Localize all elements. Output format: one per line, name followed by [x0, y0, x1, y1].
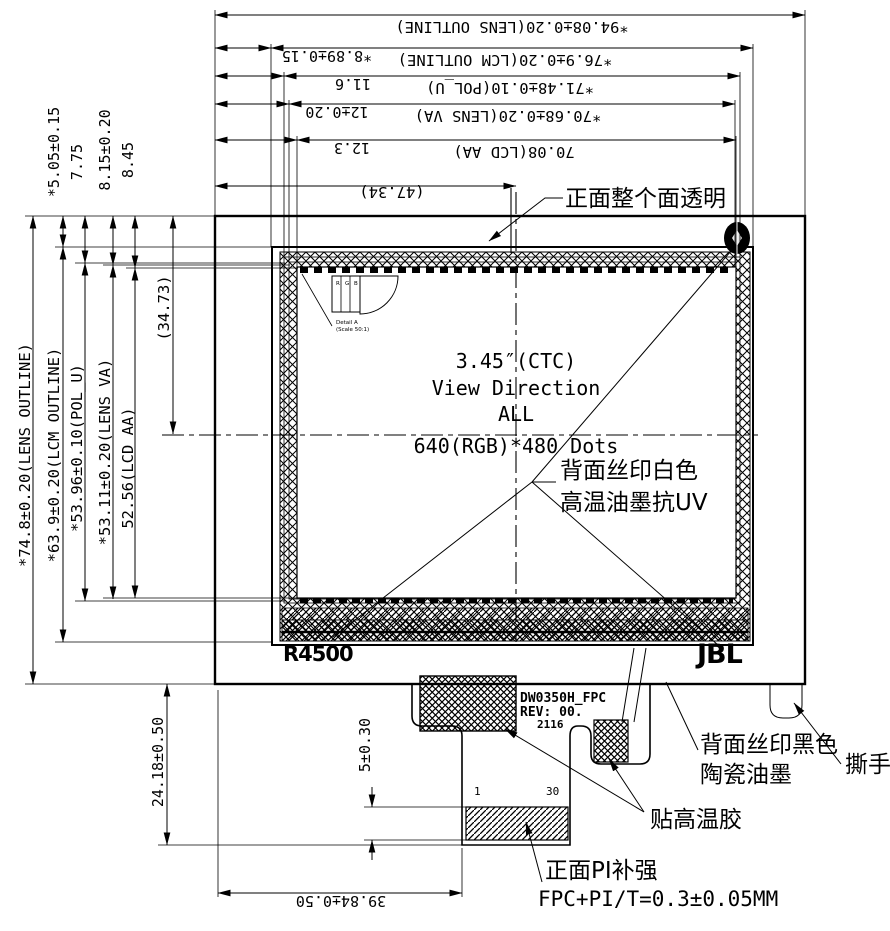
fpc-part-number: DW0350H_FPC — [520, 691, 606, 706]
dim-lensva-width: *70.68±0.20(LENS VA) — [415, 107, 602, 125]
dim-pol-height: *53.96±0.10(POL_U) — [68, 364, 86, 532]
pin-30-label: 30 — [546, 785, 559, 798]
dim-lens-height: *74.8±0.20(LENS OUTLINE) — [16, 343, 34, 567]
dim-lcm-height: *63.9±0.20(LCM OUTLINE) — [45, 348, 63, 563]
dim-lcm-width: *76.9±0.20(LCM OUTLINE) — [398, 51, 613, 69]
dims-left: *74.8±0.20(LENS OUTLINE) *5.05±0.15 *63.… — [16, 107, 298, 685]
note-front-transparent: 正面整个面透明 — [565, 186, 726, 212]
centerlines — [162, 188, 758, 642]
note-back-white-2: 高温油墨抗UV — [560, 490, 708, 516]
fpc-revision: REV: 00. — [520, 705, 583, 720]
view-direction-value: ALL — [498, 402, 534, 426]
view-direction-label: View Direction — [432, 376, 601, 400]
tape-patch-large — [419, 675, 517, 732]
dim-offset-12: 12±0.20 — [305, 103, 368, 121]
mark-left: R4500 — [283, 642, 353, 666]
dim-offset-116: 11.6 — [335, 75, 371, 93]
dim-pi-thickness: 5±0.30 — [356, 718, 374, 772]
note-tear-handle: 撕手 — [845, 752, 890, 778]
fpc-tail: DW0350H_FPC REV: 00. 2116 1 30 — [411, 647, 651, 846]
pin-1-label: 1 — [474, 785, 481, 798]
note-back-black-2: 陶瓷油墨 — [700, 762, 792, 788]
mark-right: JBL — [695, 639, 743, 670]
dims-bottom: 24.18±0.50 5±0.30 39.84±0.50 — [149, 683, 466, 910]
dims-top: *94.08±0.20(LENS OUTLINE) *8.89±0.15 *76… — [214, 10, 806, 267]
dim-offset-889: *8.89±0.15 — [282, 47, 372, 65]
dim-aa-height: 52.56(LCD AA) — [119, 407, 137, 528]
annotations: 正面整个面透明 背面丝印白色 高温油墨抗UV 背面丝印黑色 陶瓷油墨 撕手 贴高… — [488, 186, 890, 911]
dim-offset-775: 7.75 — [68, 144, 86, 180]
note-pi-2: FPC+PI/T=0.3±0.05MM — [538, 887, 778, 911]
fpc-date-code: 2116 — [537, 718, 564, 731]
tear-handle-tab — [769, 684, 803, 719]
dim-offset-505: *5.05±0.15 — [45, 107, 63, 197]
panel-size: 3.45″(CTC) — [456, 349, 576, 373]
note-back-white-1: 背面丝印白色 — [560, 458, 698, 484]
detail-caption-1: Detail A — [336, 320, 358, 326]
rgb-r: R — [336, 281, 340, 287]
dim-aa-width: 70.08(LCD AA) — [453, 143, 574, 161]
pi-stiffener — [465, 806, 569, 841]
dim-offset-123: 12.3 — [334, 139, 370, 157]
white-silkscreen-leaders — [332, 250, 732, 646]
dim-offset-815: 8.15±0.20 — [96, 109, 114, 190]
center-spec-text: 3.45″(CTC) View Direction ALL 640(RGB)*4… — [414, 349, 619, 458]
note-tape: 贴高温胶 — [650, 807, 742, 833]
dim-lens-width: *94.08±0.20(LENS OUTLINE) — [395, 18, 628, 36]
detail-caption-2: (Scale 50:1) — [336, 327, 369, 333]
dim-half-width: (47.34) — [359, 183, 424, 201]
rgb-b: B — [354, 281, 358, 287]
note-pi-1: 正面PI补强 — [545, 858, 658, 884]
dim-half-height: (34.73) — [155, 275, 173, 340]
dim-pol-width: *71.48±0.10(POL_U) — [426, 79, 594, 97]
resolution: 640(RGB)*480 Dots — [414, 434, 619, 458]
tape-patch-small — [593, 719, 629, 763]
dim-connector-offset: 39.84±0.50 — [296, 892, 386, 910]
dim-offset-845: 8.45 — [119, 142, 137, 178]
dim-lensva-height: *53.11±0.20(LENS VA) — [96, 359, 114, 546]
rgb-g: G — [345, 281, 349, 287]
note-back-black-1: 背面丝印黑色 — [700, 732, 838, 758]
corner-marker-icon — [724, 222, 750, 254]
rgb-detail-icon: R G B Detail A (Scale 50:1) — [301, 273, 399, 333]
dim-fpc-length: 24.18±0.50 — [149, 717, 167, 807]
